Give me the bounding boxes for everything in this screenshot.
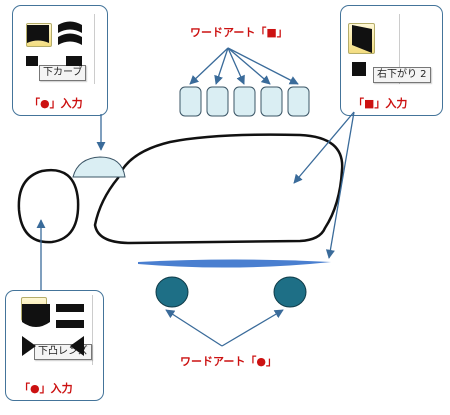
callout-panel-bottom-curve: 下カーブ 「●」入力	[12, 5, 108, 116]
car-body-outline	[93, 133, 344, 245]
square-block	[287, 86, 310, 117]
wheel-left	[155, 276, 189, 308]
label-circle-input-bottom: 「●」入力	[19, 382, 73, 395]
label-wordart-circle: ワードアート「●」	[180, 355, 277, 368]
gallery-icons-top-right	[352, 25, 372, 76]
bottom-curve-icon	[27, 25, 49, 43]
arrow-to-body	[293, 111, 355, 184]
wordart-square-blocks	[179, 86, 310, 117]
square-block	[233, 86, 256, 117]
label-wordart-square: ワードアート「■」	[190, 26, 288, 39]
gallery-divider	[94, 14, 95, 84]
right-down-icon	[352, 25, 372, 53]
gallery-icons-top-left	[26, 21, 82, 66]
arrow-to-block-2	[214, 47, 229, 85]
glyph-icon	[22, 336, 36, 356]
glyph-icon	[56, 320, 84, 328]
glyph-icon	[352, 62, 366, 76]
dome-shape	[72, 156, 126, 178]
circle-outline	[17, 168, 80, 244]
arrow-to-block-4	[227, 47, 271, 85]
arrow-to-wheel-right	[221, 309, 284, 347]
label-circle-input-top: 「●」入力	[29, 97, 83, 110]
glyph-icon	[70, 336, 84, 356]
convex-lens-icon	[22, 304, 50, 327]
label-square-input: 「■」入力	[353, 97, 408, 110]
underbar-shape	[138, 259, 331, 268]
arrow-to-underbar	[325, 111, 355, 259]
glyph-icon	[56, 304, 84, 312]
square-block	[260, 86, 283, 117]
glyph-icon	[26, 56, 38, 66]
wave-icon	[58, 33, 82, 45]
wave-icon	[58, 21, 82, 33]
glyph-icon	[66, 56, 82, 66]
arrow-to-block-5	[227, 47, 299, 85]
arrow-to-block-1	[189, 47, 229, 85]
tooltip-right-down: 右下がり 2	[373, 67, 431, 83]
arrow-to-wheel-left	[165, 309, 223, 347]
arrow-to-block-3	[227, 47, 245, 85]
gallery-divider	[92, 295, 93, 365]
square-block	[179, 86, 202, 117]
gallery-icons-bottom-left	[22, 304, 84, 356]
tooltip-bottom-curve: 下カーブ	[39, 65, 87, 81]
callout-panel-right-down: 右下がり 2 「■」入力	[340, 5, 443, 116]
square-block	[206, 86, 229, 117]
gallery-divider	[399, 14, 400, 84]
wheel-right	[273, 276, 307, 308]
